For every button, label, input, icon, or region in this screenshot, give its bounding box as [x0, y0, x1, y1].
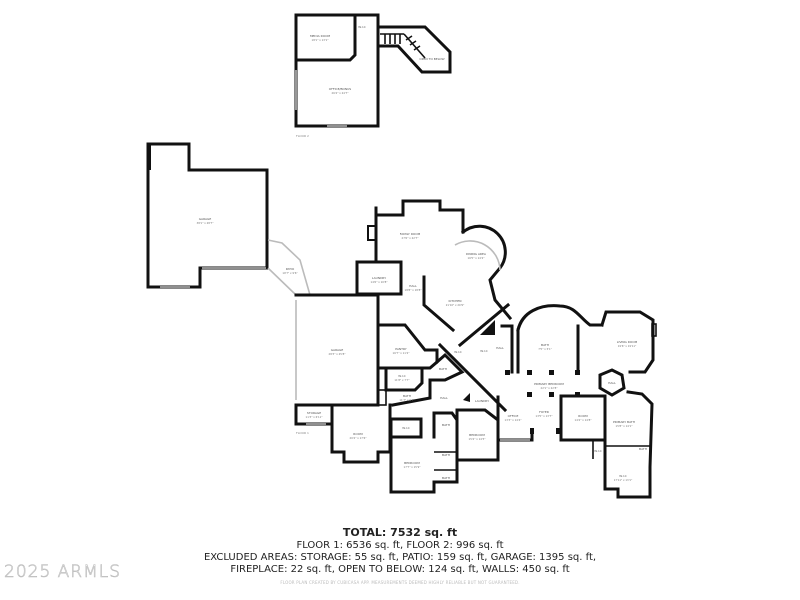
- stairs: [380, 33, 426, 59]
- room-label: BEDROOM: [404, 461, 420, 465]
- room-label: PRIMARY BEDROOM: [534, 382, 564, 386]
- room-label: HALL: [409, 284, 417, 288]
- floor-areas: FLOOR 1: 6536 sq. ft, FLOOR 2: 996 sq. f…: [296, 540, 504, 551]
- room-label: GARAGE: [199, 217, 212, 221]
- room-label: GARAGE: [331, 348, 344, 352]
- room-dims: 22'1" x 22'8": [541, 386, 558, 390]
- room-dims: 16'7" x 11'2": [393, 351, 410, 355]
- room-dims: 14'6" x 10'8": [371, 280, 388, 284]
- room-label: W.I.C: [398, 374, 406, 378]
- room-label: ROOM: [353, 432, 363, 436]
- room-label: HALL: [608, 381, 616, 385]
- room-label: BATH: [541, 343, 549, 347]
- watermark: 2025 ARMLS: [4, 562, 122, 583]
- room-label: OFFICE/BONUS: [329, 87, 352, 91]
- room-label: HALL: [496, 346, 504, 350]
- floor-2: MEDIA ROOM 18'1" x 13'1" W.I.C OFFICE/BO…: [294, 13, 452, 138]
- room-dims: 27'6" x 22'7": [402, 236, 419, 240]
- room-label: BATH: [442, 476, 450, 480]
- room-label: FAMILY ROOM: [400, 232, 421, 236]
- floor-1: GARAGE 38'1" x 28'7" PATIO 19'7" x 9'6" …: [146, 142, 657, 499]
- disclaimer: FLOOR PLAN CREATED BY CUBICASA APP. MEAS…: [280, 580, 520, 585]
- room-dims: 11'3" x 6'11": [306, 415, 323, 419]
- room-dims: 13'3" x 14'4": [505, 418, 522, 422]
- room-label: OPEN TO BELOW: [419, 57, 444, 61]
- room-dims: 17'7" x 15'9": [404, 465, 421, 469]
- room-label: BATH: [442, 423, 450, 427]
- room-label: FOYER: [539, 410, 549, 414]
- total-area: TOTAL: 7532 sq. ft: [342, 526, 458, 539]
- excluded-areas-1: EXCLUDED AREAS: STORAGE: 55 sq. ft, PATI…: [203, 552, 597, 563]
- room-label: LAUNDRY: [475, 399, 489, 403]
- floor-name: FLOOR 2: [296, 134, 309, 138]
- room-dims: 15'4" x 14'5": [469, 437, 486, 441]
- room-dims: 20'4" x 17'6": [350, 436, 367, 440]
- room-label: PANTRY: [395, 347, 407, 351]
- room-dims: 38'1" x 28'7": [197, 221, 214, 225]
- room-dims: 18'8" x 18'8": [405, 288, 422, 292]
- room-label: W.I.C: [594, 449, 602, 453]
- room-label: LAUNDRY: [372, 276, 386, 280]
- room-label: BEDROOM: [469, 433, 485, 437]
- room-label: MEDIA ROOM: [310, 34, 330, 38]
- room-label: PRIMARY BATH: [613, 420, 635, 424]
- room-dims: 7'5" x 5'1": [538, 347, 552, 351]
- room-label: PATIO: [286, 267, 295, 271]
- room-dims: 19'6" x 19'11": [618, 344, 637, 348]
- room-label: BATH: [442, 453, 450, 457]
- room-dims: 19'7" x 9'6": [282, 271, 297, 275]
- room-dims: 18'1" x 13'1": [312, 38, 329, 42]
- room-dims: 14'4" x 14'8": [575, 418, 592, 422]
- room-dims: 11'7" x 6'7": [399, 398, 414, 402]
- room-label: STORAGE: [307, 411, 321, 415]
- room-dims: 16'5" x 14'2": [468, 256, 485, 260]
- room-label: KITCHEN: [449, 299, 462, 303]
- room-label: W.I.C: [454, 350, 462, 354]
- room-dims: 15'8" x 14'1": [616, 424, 633, 428]
- floor-name: FLOOR 1: [296, 431, 309, 435]
- room-label: W.I.C: [619, 474, 627, 478]
- room-label: DINING AREA: [466, 252, 487, 256]
- room-label: HALL: [440, 396, 448, 400]
- excluded-areas-2: FIREPLACE: 22 sq. ft, OPEN TO BELOW: 124…: [230, 564, 570, 575]
- room-dims: 26'4" x 24'7": [332, 91, 349, 95]
- room-dims: 28'3" x 25'8": [329, 352, 346, 356]
- room-label: BATH: [403, 394, 411, 398]
- room-dims: 11'8" x 7'7": [394, 378, 409, 382]
- room-label: LIVING ROOM: [617, 340, 638, 344]
- room-dims: 17'11" x 13'1": [614, 478, 633, 482]
- room-dims: 21'10" x 20'9": [446, 303, 465, 307]
- room-label: OFFICE: [508, 414, 519, 418]
- room-label: W.I.C: [358, 25, 366, 29]
- room-dims: 13'5" x 13'7": [536, 414, 553, 418]
- room-label: BATH: [439, 367, 447, 371]
- room-label: ROOM: [578, 414, 588, 418]
- room-label: W.I.C: [480, 349, 488, 353]
- room-label: BATH: [639, 447, 647, 451]
- room-label: W.I.C: [402, 426, 410, 430]
